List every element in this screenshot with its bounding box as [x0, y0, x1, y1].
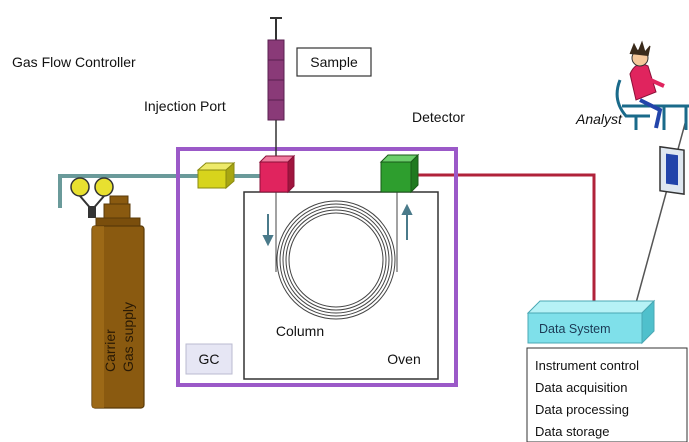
data-system-function-item: Data acquisition — [535, 380, 628, 395]
flow-up-arrow — [401, 203, 413, 240]
sample-label: Sample — [310, 54, 358, 70]
signal-line — [418, 173, 596, 303]
injection-port-label: Injection Port — [144, 98, 226, 114]
column-coil — [276, 200, 396, 320]
data-system-function-item: Data storage — [535, 424, 609, 439]
data-system-label: Data System — [539, 322, 611, 336]
gas-flow-controller-icon — [196, 161, 236, 190]
sample-box — [296, 47, 372, 77]
gc-label: GC — [199, 351, 220, 367]
data-system-function-item: Data processing — [535, 402, 629, 417]
gas-supply-label: Gas supply — [120, 302, 136, 372]
carrier-label: Carrier — [102, 329, 118, 372]
injection-port-icon — [258, 154, 296, 194]
flow-down-arrow — [262, 214, 274, 247]
functions-box — [526, 347, 688, 442]
gas-cylinder-icon — [70, 177, 145, 409]
gas-flow-controller-label: Gas Flow Controller — [12, 54, 136, 70]
syringe-icon — [267, 17, 285, 160]
data-system-function-item: Instrument control — [535, 358, 639, 373]
gc-frame — [176, 147, 458, 387]
column-label: Column — [276, 323, 324, 339]
oven-label: Oven — [387, 351, 420, 367]
analyst-label: Analyst — [575, 111, 623, 127]
gc-badge — [185, 343, 233, 375]
detector-label: Detector — [412, 109, 465, 125]
detector-icon — [379, 153, 420, 194]
carrier-gas-line — [58, 174, 198, 208]
analyst-icon — [615, 40, 689, 195]
data-system-icon — [526, 299, 656, 345]
